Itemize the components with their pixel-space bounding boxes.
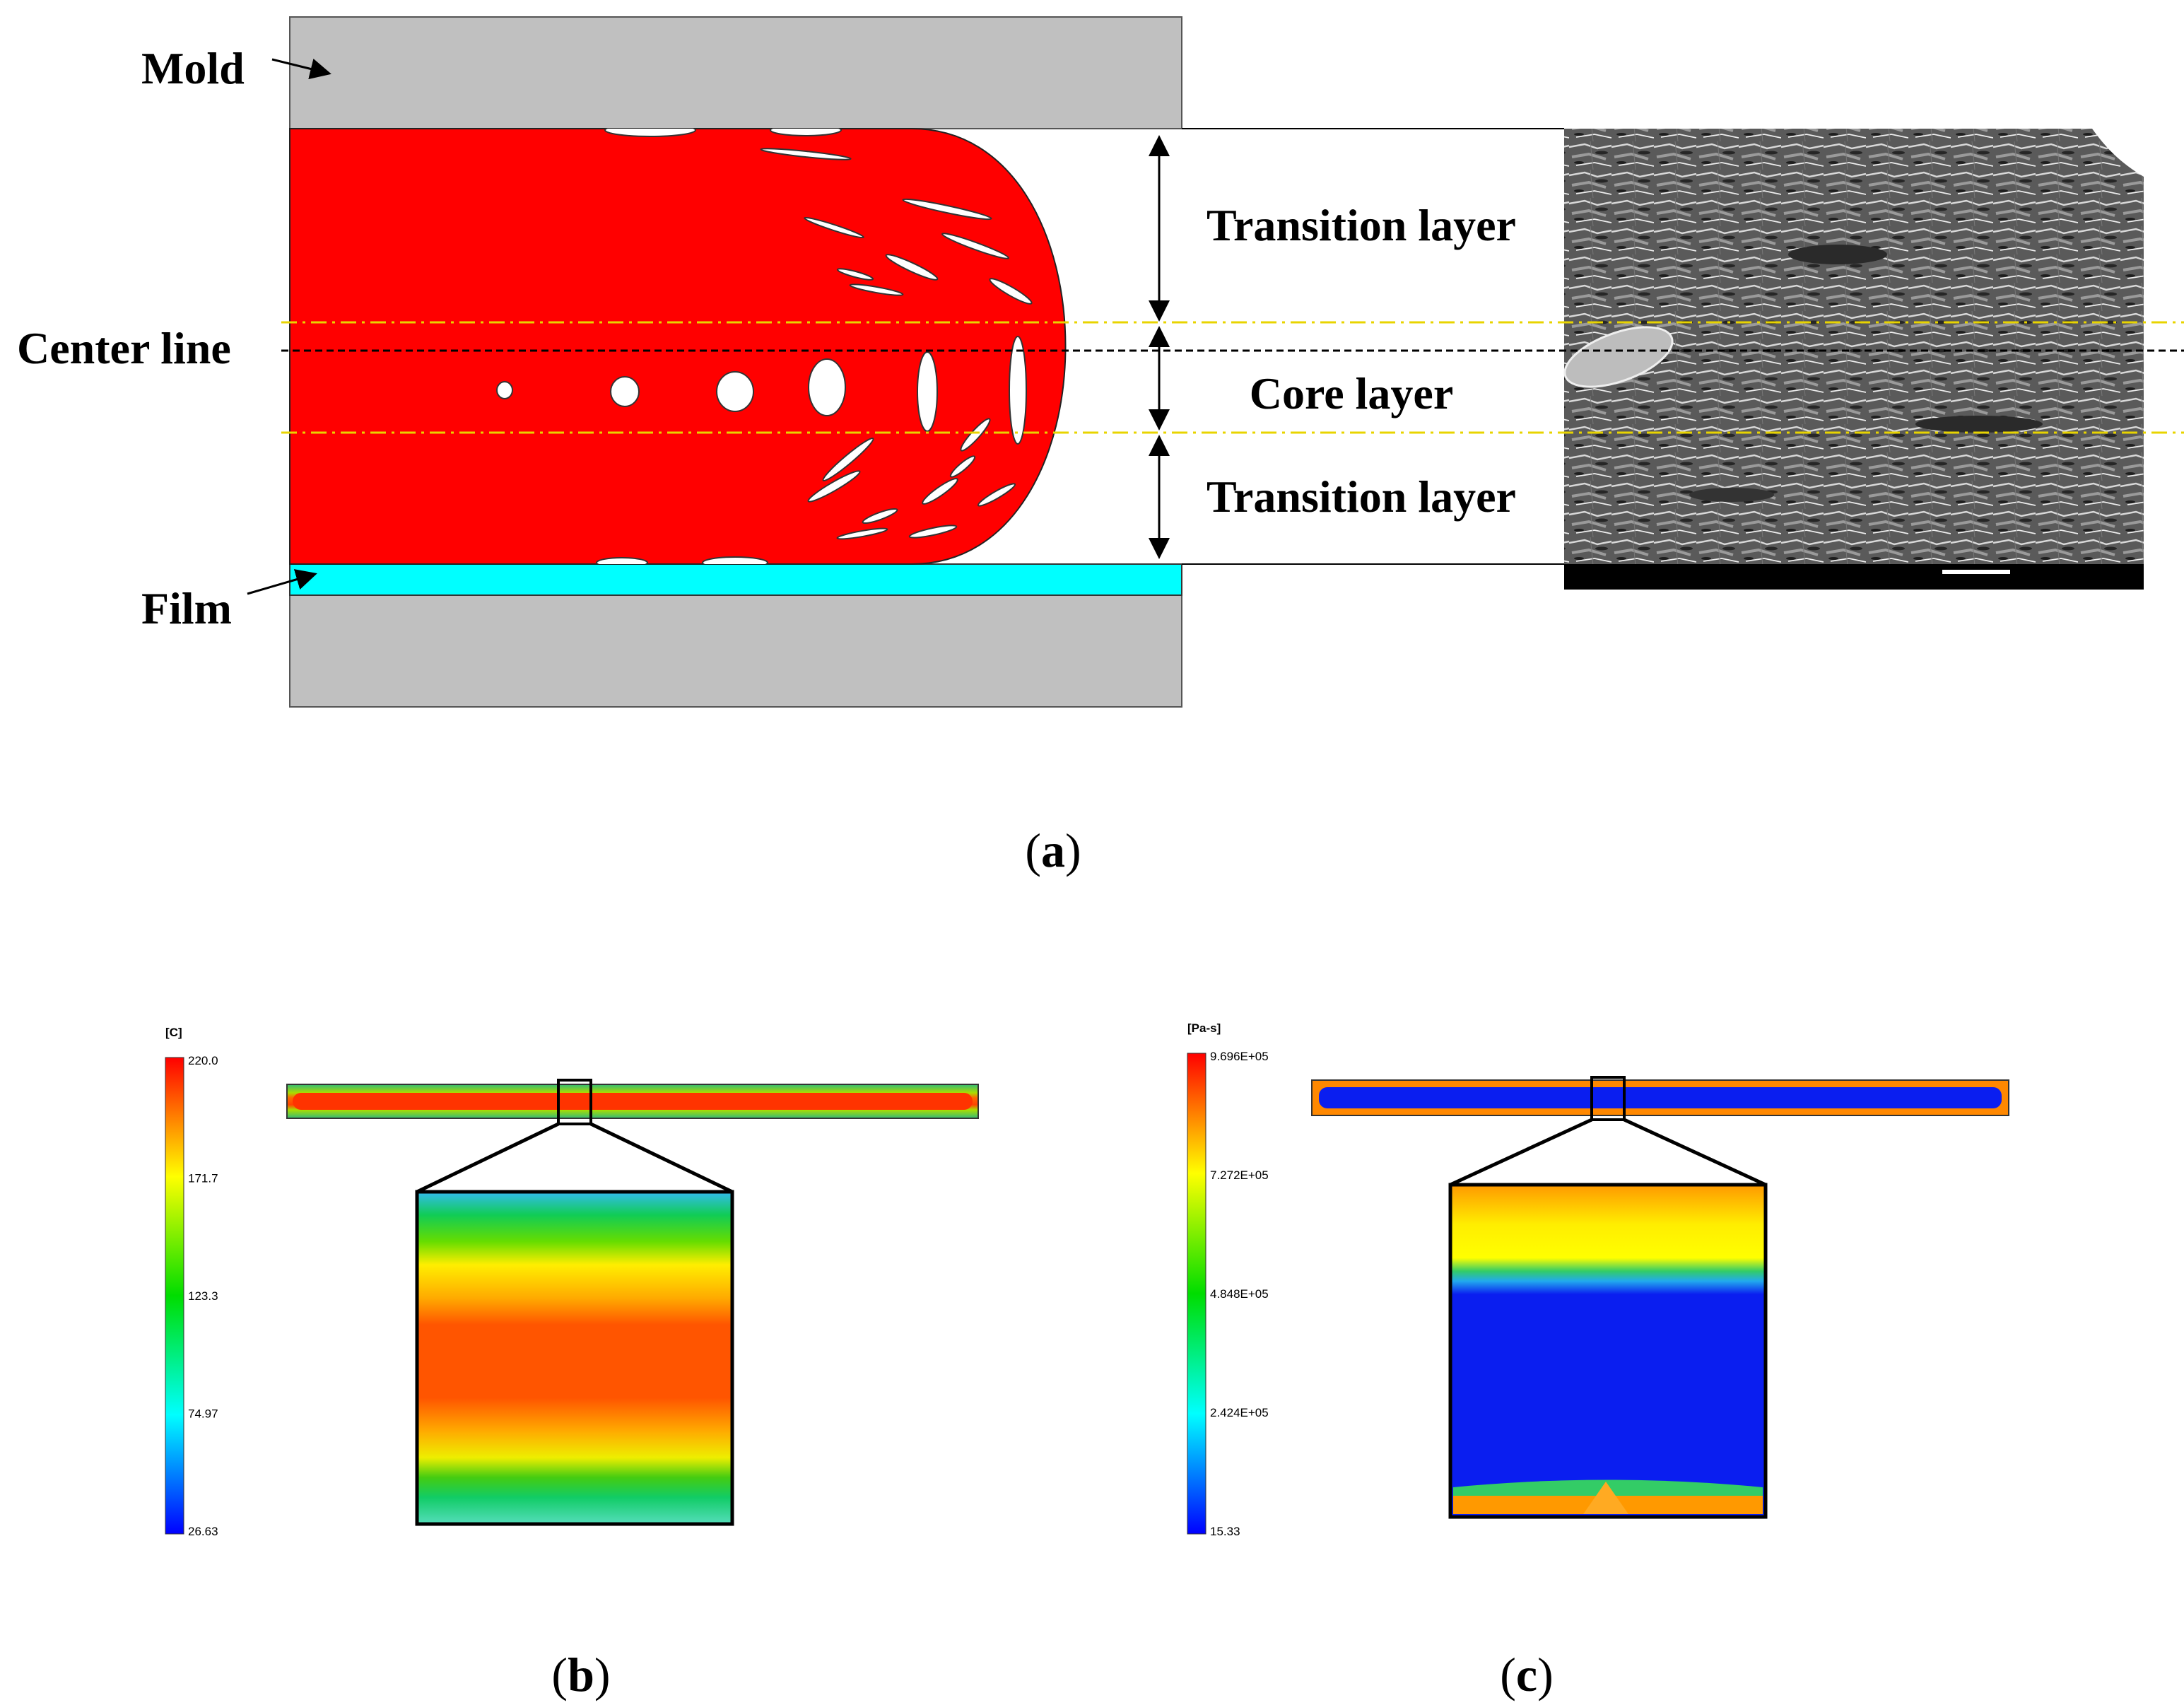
core-layer-label: Core layer: [1250, 368, 1453, 418]
film-label: Film: [141, 583, 232, 633]
panel-c-tick-label: 2.424E+05: [1210, 1406, 1269, 1419]
film-layer: [289, 563, 1182, 596]
panel-c-tick-label: 9.696E+05: [1210, 1050, 1269, 1063]
mold-top: [289, 16, 1182, 129]
melt-front: [289, 128, 1067, 565]
panel-b-tick-label: 171.7: [188, 1172, 218, 1185]
panel-c-unit: [Pa-s]: [1187, 1021, 1221, 1035]
sem-scale-bar: [1942, 570, 2010, 574]
panel-b-tick-label: 26.63: [188, 1525, 218, 1538]
panel-c-label: (c): [1500, 1648, 1554, 1701]
panel-b-label: (b): [551, 1648, 610, 1701]
panel-b-unit: [C]: [165, 1026, 182, 1039]
panel-b-zoom-marker: [557, 1079, 592, 1125]
mold-label: Mold: [141, 43, 245, 93]
panel-c-tick-label: 4.848E+05: [1210, 1287, 1269, 1301]
transition-layer-top-label: Transition layer: [1207, 200, 1516, 250]
panel-b-zoom: [415, 1190, 734, 1526]
panel-c: [Pa-s] 9.696E+05 7.272E+05 4.848E+05 2.424E…: [1187, 1021, 2009, 1701]
panel-c-tick-label: 7.272E+05: [1210, 1168, 1269, 1182]
panel-b-tick-label: 74.97: [188, 1407, 218, 1421]
panel-b-colorbar: [165, 1057, 184, 1535]
center-line-label: Center line: [17, 323, 231, 373]
panel-b-tick-label: 220.0: [188, 1054, 218, 1067]
panel-c-colorbar: [1187, 1053, 1207, 1535]
film-pointer: [247, 569, 317, 595]
panel-c-zoom: [1448, 1183, 1768, 1519]
mold-pointer: [271, 58, 331, 80]
panel-a: Mold Center line Film Transition layer C…: [17, 16, 2184, 877]
panel-b: [C] 220.0 171.7 123.3 74.97 26.63 (b): [165, 1026, 979, 1701]
panel-c-tick-label: 15.33: [1210, 1525, 1240, 1538]
sem-micrograph: [1563, 129, 2144, 590]
panel-b-ticks: 220.0 171.7 123.3 74.97 26.63: [188, 1054, 218, 1538]
panel-b-tick-label: 123.3: [188, 1289, 218, 1303]
transition-layer-bottom-label: Transition layer: [1207, 471, 1516, 522]
panel-c-zoom-marker: [1590, 1076, 1626, 1121]
panel-a-label: (a): [1025, 824, 1081, 877]
panel-c-ticks: 9.696E+05 7.272E+05 4.848E+05 2.424E+05 15.3…: [1210, 1050, 1269, 1538]
mold-bottom: [289, 594, 1182, 708]
melt-fibers: [496, 129, 1033, 564]
